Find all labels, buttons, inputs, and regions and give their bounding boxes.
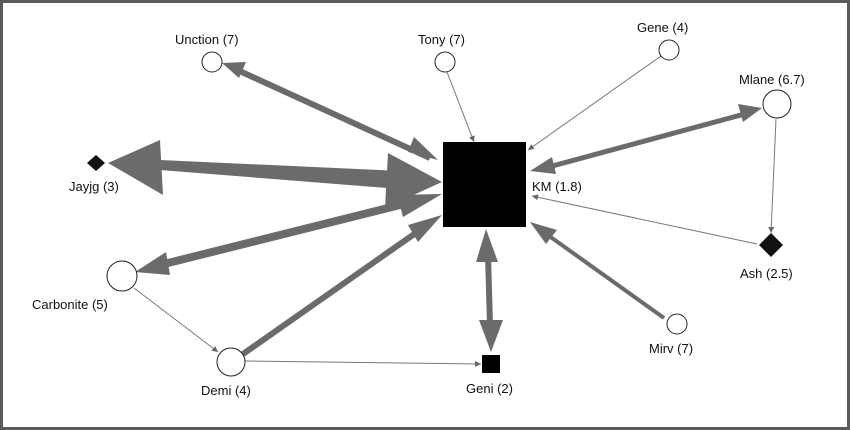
label-km: KM (1.8) — [532, 179, 582, 194]
edge-km-unction — [231, 65, 432, 161]
arrowhead-km-from-demi — [408, 215, 442, 242]
edge-layer — [108, 55, 777, 367]
arrowhead-km-from-unction — [408, 137, 438, 160]
edge-km-mlane — [544, 109, 753, 171]
node-km[interactable] — [443, 142, 526, 227]
edge-km-carbonite — [159, 201, 401, 269]
arrowhead-km-from-geni — [476, 229, 498, 262]
arrowhead-km-from-jayjg — [385, 153, 442, 208]
node-gene[interactable] — [658, 39, 680, 61]
node-mirv[interactable] — [666, 313, 688, 335]
arrowhead-carbonite — [135, 252, 170, 275]
arrowhead-km-from-carbonite — [397, 194, 442, 217]
edge-demi-geni — [244, 360, 482, 367]
node-geni[interactable] — [482, 355, 500, 373]
edge-mirv-km — [543, 231, 666, 320]
node-carbonite[interactable] — [106, 260, 138, 292]
label-gene: Gene (4) — [637, 20, 688, 35]
edge-km-geni — [485, 254, 493, 326]
arrowhead-mlane — [738, 104, 762, 122]
label-tony: Tony (7) — [418, 32, 465, 47]
label-carbonite: Carbonite (5) — [32, 297, 108, 312]
arrowhead-km-from-mlane — [530, 157, 556, 174]
arrowhead-geni — [479, 320, 503, 352]
edge-mlane-ash — [768, 118, 777, 234]
node-jayjg[interactable] — [87, 155, 105, 171]
edge-ash-km — [531, 194, 758, 245]
label-demi: Demi (4) — [201, 383, 251, 398]
arrowhead-unction — [222, 62, 246, 78]
label-jayjg: Jayjg (3) — [69, 179, 119, 194]
node-mlane[interactable] — [762, 89, 792, 119]
edge-gene-km — [527, 55, 662, 151]
node-tony[interactable] — [434, 51, 456, 73]
node-unction[interactable] — [201, 51, 223, 73]
edge-carbonite-demi — [133, 287, 219, 353]
node-demi[interactable] — [216, 347, 246, 377]
arrowhead-km-from-mirv — [530, 222, 557, 244]
arrowhead-jayjg — [108, 140, 163, 195]
label-geni: Geni (2) — [466, 381, 513, 396]
node-ash[interactable] — [759, 233, 783, 257]
label-layer: KM (1.8) Unction (7) Tony (7) Gene (4) M… — [32, 20, 805, 398]
label-unction: Unction (7) — [175, 32, 239, 47]
node-layer — [87, 39, 792, 377]
edge-demi-km — [241, 227, 422, 357]
label-ash: Ash (2.5) — [740, 266, 793, 281]
label-mirv: Mirv (7) — [649, 341, 693, 356]
label-mlane: Mlane (6.7) — [739, 72, 805, 87]
edge-tony-km — [446, 71, 475, 143]
edge-km-jayjg — [160, 160, 400, 189]
